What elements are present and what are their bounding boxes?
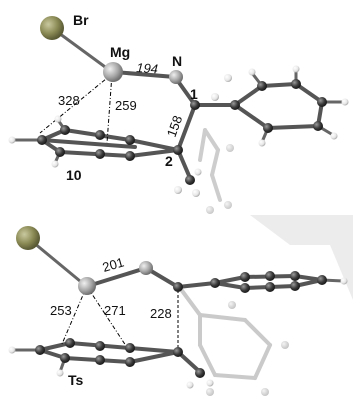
c2-ch3-bond	[176, 148, 192, 180]
br-mg-bond-ts	[26, 236, 88, 288]
dist-line-253	[61, 287, 87, 345]
mg-atom	[103, 62, 123, 82]
phenyl-ring-top	[233, 68, 346, 144]
dist-271: 271	[104, 303, 126, 318]
c1-label: 1	[190, 86, 198, 102]
dist-line-328	[39, 73, 113, 134]
mg-atom-ts	[78, 277, 96, 295]
c2-atom	[173, 145, 183, 155]
dist-228: 228	[150, 306, 172, 321]
dist-328: 328	[58, 93, 80, 108]
n-label: N	[172, 53, 182, 69]
dist-259: 259	[115, 98, 137, 113]
br-atom	[40, 16, 64, 40]
structure-label-10: 10	[66, 167, 82, 183]
ghost-fragment-top	[198, 128, 234, 214]
c-aryl-bond-ts	[176, 281, 217, 289]
dist-c1-c2: 158	[164, 114, 186, 140]
dist-mg-n-top: 194	[136, 60, 159, 76]
c2-label: 2	[165, 153, 173, 169]
dist-253: 253	[50, 303, 72, 318]
structure-ts-panel: 201 253 271 228 Ts	[8, 226, 348, 396]
mg-n-bond-ts	[86, 266, 148, 288]
structure-10-panel: Br Mg N 1 2 194 328 259 158 10	[8, 12, 349, 214]
n-atom	[169, 70, 183, 84]
n-atom-ts	[139, 261, 153, 275]
background-shape	[330, 245, 353, 300]
mg-label: Mg	[110, 44, 130, 60]
structure-label-ts: Ts	[68, 372, 84, 388]
dist-line-271	[87, 287, 131, 353]
ch3-carbon	[185, 175, 195, 185]
br-atom-ts	[16, 226, 40, 250]
br-mg-bond	[50, 26, 114, 74]
mg-n-bond	[112, 70, 177, 79]
background-shape	[250, 215, 353, 245]
dist-mg-n-ts: 201	[101, 254, 126, 274]
dist-line-259	[106, 73, 113, 144]
c1-c2-bond	[176, 103, 197, 152]
br-label: Br	[73, 12, 89, 28]
ghost-fragment-bottom	[178, 286, 289, 396]
c1-atom	[190, 100, 200, 110]
